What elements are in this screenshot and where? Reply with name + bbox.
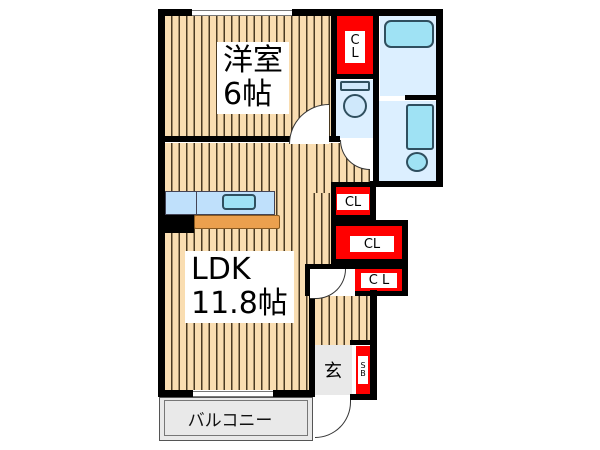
kitchen-counter-divider [196, 191, 197, 215]
toilet-bowl [343, 94, 367, 118]
wall-kitchen-block [158, 215, 194, 233]
outer-wall-top-left [158, 9, 192, 16]
outer-wall-bottom-right [350, 394, 377, 400]
closet-ldk-1-label: CL [337, 194, 369, 210]
washing-machine-drain [406, 152, 428, 172]
outer-wall-bottom-left [158, 390, 193, 397]
hall-floor-lower [315, 290, 370, 345]
wall-bath-wash [405, 95, 440, 100]
outer-wall-bottom-mid [273, 390, 315, 397]
shoe-box-label-b: B [360, 369, 366, 378]
entrance-label: 玄 [324, 361, 342, 382]
kitchen-bar-counter [194, 215, 280, 229]
shoe-box-label: S B [358, 356, 368, 384]
balcony-inner [164, 400, 308, 436]
balcony-label: バルコニー [187, 411, 273, 431]
kitchen-counter [165, 191, 275, 215]
western-room-label: 洋室 6帖 [217, 42, 289, 114]
ldk-name: LDK [191, 252, 251, 287]
wall-bath-bottom [370, 181, 443, 187]
closet-ldk-2-label: CL [350, 236, 394, 252]
kitchen-sink [222, 194, 256, 210]
shoe-box-label-s: S [360, 361, 366, 370]
window-balcony[interactable] [193, 391, 273, 397]
washbasin [406, 104, 434, 150]
closet-western-label-c: C [350, 33, 360, 48]
western-room-name: 洋室 [223, 43, 283, 78]
ldk-label: LDK 11.8帖 [185, 251, 294, 323]
closet-western-label-l: L [351, 46, 359, 61]
wall-hall-right [370, 290, 377, 400]
western-room-size: 6帖 [223, 77, 273, 112]
wall-closet-left [331, 9, 337, 74]
balcony [159, 397, 313, 441]
closet-western-label: C L [345, 31, 365, 63]
outer-wall-left [158, 9, 165, 397]
bathtub [384, 20, 434, 48]
toilet-tank [340, 81, 370, 91]
wall-rooms-divider [158, 136, 292, 142]
outer-wall-top-right [292, 9, 441, 16]
wall-rooms-divider-right [325, 136, 340, 142]
ldk-size: 11.8帖 [191, 286, 288, 321]
window-western-room[interactable] [192, 10, 292, 16]
wall-entrance-top [350, 340, 375, 345]
wall-hall-left [309, 290, 315, 397]
entrance [315, 345, 352, 395]
wall-bath-divider [373, 9, 379, 187]
door-entrance[interactable] [315, 400, 351, 438]
wall-toilet-left [331, 74, 336, 140]
wall-toilet-top [331, 74, 379, 79]
closet-hall-label: C L [361, 273, 397, 288]
